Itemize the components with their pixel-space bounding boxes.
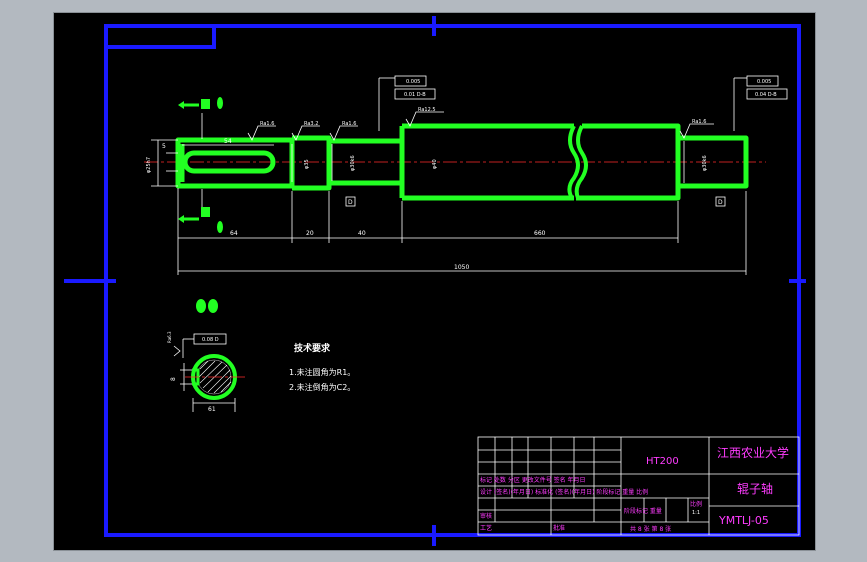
datum-boxes: D D	[345, 196, 726, 207]
dim-20: 20	[306, 230, 314, 237]
dimension-lines	[151, 139, 747, 275]
requirement-2: 2.未注倒角为C2。	[289, 382, 355, 392]
tol-section: 0.08 D	[202, 337, 219, 343]
roughness-1: Ra1.6	[260, 121, 274, 127]
dim-660: 660	[534, 230, 546, 237]
dia-c: φ40	[432, 159, 438, 169]
title-row-a: 标记 处数 分区 更改文件号 签名 年月日	[480, 476, 586, 484]
title-review: 审核	[480, 512, 492, 520]
tol-right-top: 0.005	[757, 79, 771, 85]
title-row-b: 设计 (签名)(年月日) 标准化 (签名)(年月日) 阶段标记 重量 比例	[480, 488, 648, 496]
title-material: HT200	[646, 456, 679, 467]
datum-1: D	[348, 199, 353, 206]
tol-right-bottom: 0.04 D-B	[755, 92, 777, 98]
datum-2: D	[718, 199, 723, 206]
dia-b: φ30k6	[350, 155, 356, 171]
section-dim-key: 8	[170, 377, 177, 381]
dim-40: 40	[358, 230, 366, 237]
title-process: 工艺	[480, 524, 492, 532]
roughness-4: Ra12.5	[418, 107, 436, 113]
requirements-heading: 技术要求	[294, 342, 331, 354]
roughness-3: Ra1.6	[342, 121, 356, 127]
title-block: 标记 处数 分区 更改文件号 签名 年月日 设计 (签名)(年月日) 标准化 (…	[477, 436, 800, 536]
tolerance-frame-left: 0.005 0.01 D-B	[378, 75, 436, 131]
section-view: 61 8 0.08 D Ra6.3	[167, 299, 248, 413]
title-sheet-info: 共 8 张 第 8 张	[630, 525, 671, 533]
tol-left-bottom: 0.01 D-B	[404, 92, 426, 98]
title-part-name: 辊子轴	[737, 481, 773, 496]
roughness-2: Ra3.2	[304, 121, 318, 127]
title-drawing-no: YMTLJ-05	[718, 514, 769, 527]
roughness-5: Ra1.6	[692, 119, 706, 125]
drawing-frame	[64, 16, 806, 546]
shaft-outline	[175, 123, 749, 201]
diameter-labels: φ25h7 φ35 φ30k6 φ40 φ30k6	[146, 155, 708, 173]
title-scale: 1:1	[692, 510, 700, 516]
cad-viewport[interactable]: 54 5 64 20 40 660 1050 φ25h7 φ35 φ30k6 φ…	[53, 12, 816, 551]
dim-5: 5	[162, 143, 166, 150]
requirement-1: 1.未注圆角为R1。	[289, 367, 355, 377]
roughness-6: Ra6.3	[167, 331, 172, 343]
title-approve: 批准	[553, 524, 565, 532]
roughness-marks: Ra1.6 Ra3.2 Ra1.6 Ra12.5 Ra1.6	[247, 107, 714, 141]
dim-1050: 1050	[454, 264, 469, 271]
dia-d: φ30k6	[702, 155, 708, 171]
title-school: 江西农业大学	[717, 445, 789, 460]
drawing-canvas: 54 5 64 20 40 660 1050 φ25h7 φ35 φ30k6 φ…	[64, 16, 806, 546]
dim-64: 64	[230, 230, 238, 237]
tol-left-top: 0.005	[406, 79, 420, 85]
dia-a: φ35	[304, 159, 310, 169]
section-arrows	[178, 97, 223, 233]
tolerance-frame-right: 0.005 0.04 D-B	[733, 75, 788, 131]
title-ratio-label: 比例	[690, 500, 702, 508]
section-dim-61: 61	[208, 406, 216, 413]
title-stage-weight: 阶段标记 重量	[624, 507, 662, 515]
dim-54: 54	[224, 138, 232, 145]
technical-requirements: 技术要求 1.未注圆角为R1。 2.未注倒角为C2。	[289, 342, 355, 392]
dia-left: φ25h7	[146, 157, 152, 173]
